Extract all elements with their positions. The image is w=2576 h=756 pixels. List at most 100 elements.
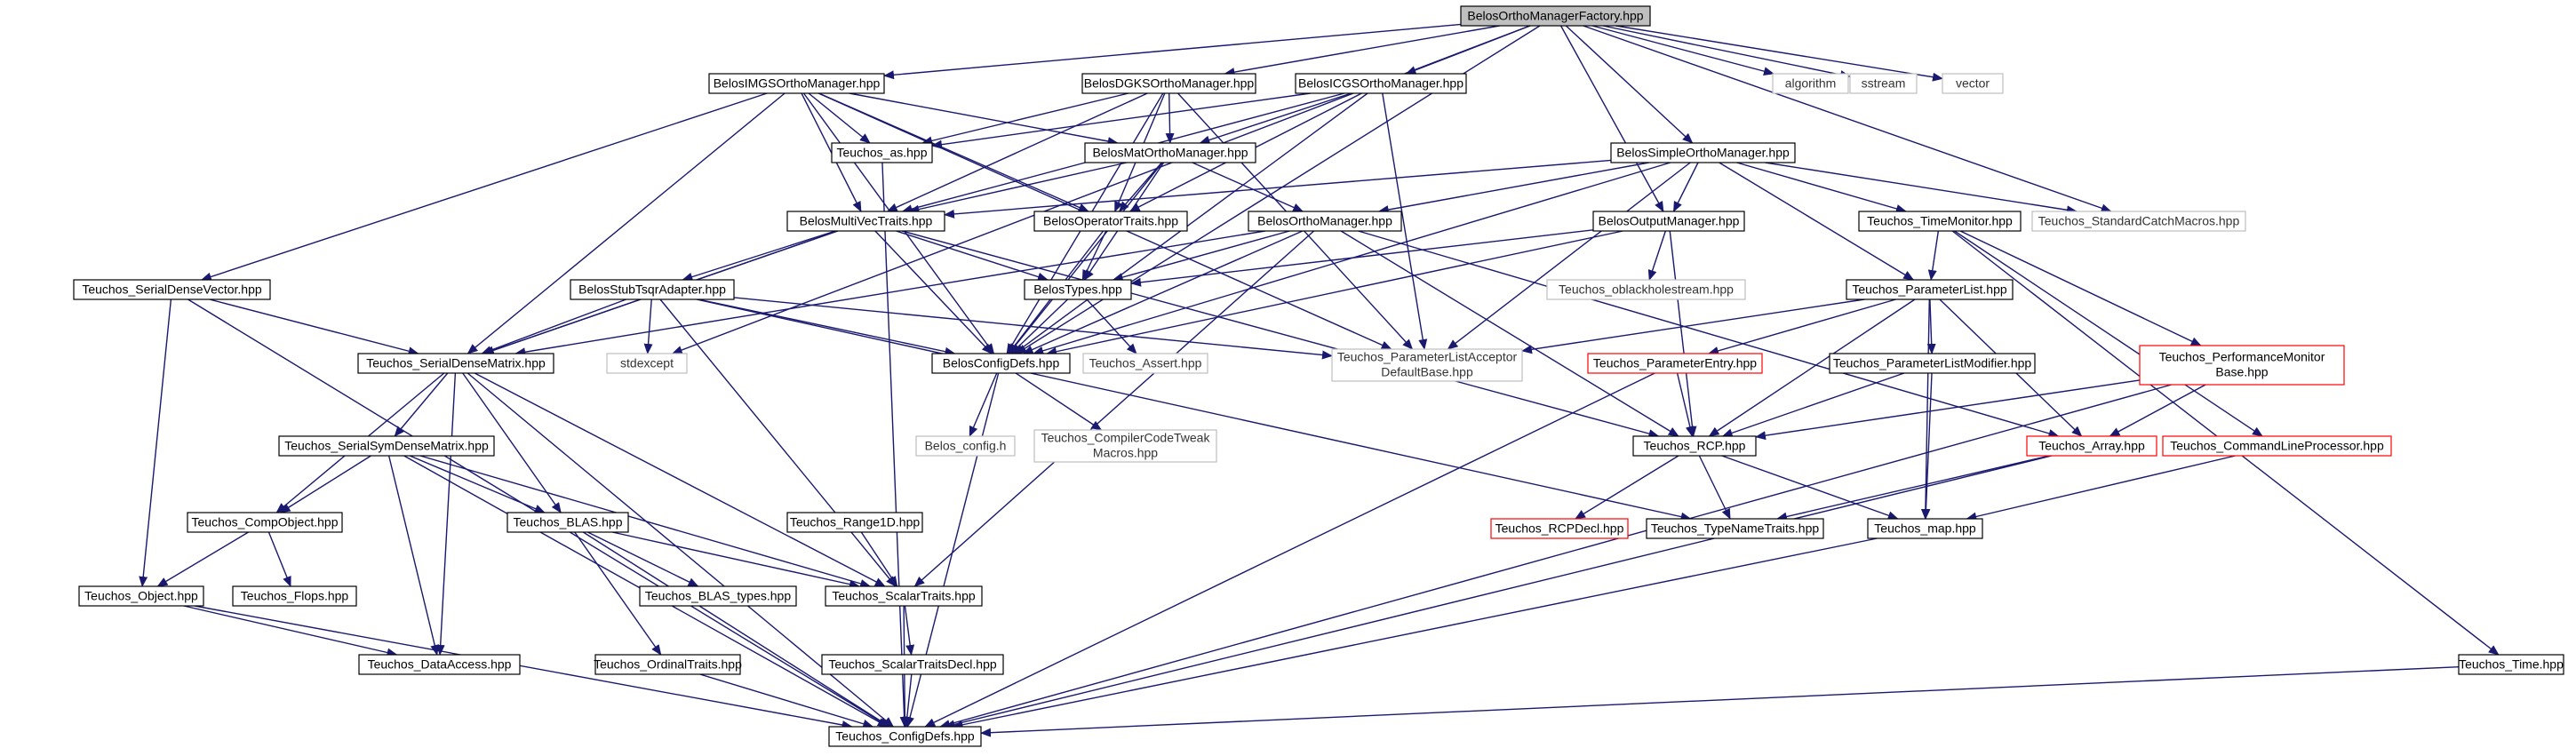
node-map[interactable]: Teuchos_map.hpp: [1867, 518, 1983, 539]
edge-array-to-teuchosconfig: [944, 455, 2053, 729]
node-outputmgr[interactable]: BelosOutputManager.hpp: [1592, 211, 1745, 232]
node-box: [278, 435, 495, 457]
node-configdefs[interactable]: BelosConfigDefs.hpp: [931, 353, 1071, 374]
edge-blas-to-teuchosconfig: [582, 531, 891, 728]
edge-dgks-to-matortho: [1165, 92, 1175, 144]
node-typename[interactable]: Teuchos_TypeNameTraits.hpp: [1646, 518, 1824, 539]
node-simple[interactable]: BelosSimpleOrthoManager.hpp: [1610, 142, 1796, 163]
node-orthomgr[interactable]: BelosOrthoManager.hpp: [1248, 211, 1402, 232]
node-label: Teuchos_RCPDecl.hpp: [1495, 521, 1624, 536]
node-flops[interactable]: Teuchos_Flops.hpp: [232, 585, 357, 607]
node-vector[interactable]: vector: [1942, 73, 2004, 94]
edge-blas-to-ordinal: [574, 531, 662, 656]
node-matortho[interactable]: BelosMatOrthoManager.hpp: [1084, 142, 1256, 163]
node-label: algorithm: [1785, 76, 1837, 91]
node-box: [2031, 211, 2246, 232]
node-label: Teuchos_BLAS_types.hpp: [645, 589, 791, 603]
node-plmodifier[interactable]: Teuchos_ParameterListModifier.hpp: [1829, 353, 2036, 374]
node-blastypes[interactable]: Teuchos_BLAS_types.hpp: [639, 585, 797, 607]
edge-outputmgr-to-belostypes: [1130, 229, 1594, 287]
edge-timemonitor-to-paramlist: [1927, 230, 1940, 281]
node-box: [594, 654, 741, 675]
file-nodes: BelosOrthoManagerFactory.hppBelosIMGSOrt…: [73, 5, 2564, 747]
node-rcpdecl[interactable]: Teuchos_RCPDecl.hpp: [1490, 518, 1629, 539]
node-box: [1295, 73, 1467, 94]
node-stdcatch[interactable]: Teuchos_StandardCatchMacros.hpp: [2031, 211, 2246, 232]
node-box: [73, 279, 271, 300]
edge-simple-to-multivec: [944, 159, 1612, 219]
edge-multivec-to-belostypes: [896, 230, 1049, 282]
node-box: [821, 654, 1004, 675]
node-compobject[interactable]: Teuchos_CompObject.hpp: [187, 512, 343, 533]
node-label: Teuchos_SerialSymDenseMatrix.hpp: [284, 439, 489, 453]
edge-multivec-to-configdefs: [874, 230, 993, 354]
node-timemonitor[interactable]: Teuchos_TimeMonitor.hpp: [1858, 211, 2022, 232]
node-box: [506, 512, 629, 533]
node-object[interactable]: Teuchos_Object.hpp: [78, 585, 204, 607]
node-box: [1592, 211, 1745, 232]
edge-simple-to-orthomgr: [1377, 162, 1649, 214]
node-dataaccess[interactable]: Teuchos_DataAccess.hpp: [358, 654, 521, 675]
node-box: [708, 73, 885, 94]
node-teuchos_as[interactable]: Teuchos_as.hpp: [831, 142, 933, 163]
node-icgs[interactable]: BelosICGSOrthoManager.hpp: [1295, 73, 1467, 94]
node-box: [1460, 5, 1651, 27]
edge-stubtsqr-to-plad: [733, 297, 1333, 360]
edge-scalardecl-to-teuchosconfig: [902, 673, 913, 728]
node-label: Teuchos_Time.hpp: [2459, 657, 2564, 672]
node-scalartraits[interactable]: Teuchos_ScalarTraits.hpp: [825, 585, 983, 607]
node-serialdensematrix[interactable]: Teuchos_SerialDenseMatrix.hpp: [357, 353, 554, 374]
node-multivec[interactable]: BelosMultiVecTraits.hpp: [786, 211, 945, 232]
edge-outputmgr-to-configdefs: [1046, 230, 1623, 356]
node-ordinal[interactable]: Teuchos_OrdinalTraits.hpp: [594, 654, 742, 675]
node-algorithm[interactable]: algorithm: [1772, 73, 1849, 94]
node-paramlist[interactable]: Teuchos_ParameterList.hpp: [1846, 279, 2014, 300]
edge-stubtsqr-to-serialdensematrix: [481, 298, 626, 354]
node-label: Teuchos_Range1D.hpp: [790, 515, 921, 529]
node-stubtsqr[interactable]: BelosStubTsqrAdapter.hpp: [570, 279, 735, 300]
node-box: [187, 512, 343, 533]
node-serialsym[interactable]: Teuchos_SerialSymDenseMatrix.hpp: [278, 435, 495, 457]
node-cmdline[interactable]: Teuchos_CommandLineProcessor.hpp: [2162, 435, 2392, 457]
node-belosconfig[interactable]: Belos_config.h: [915, 435, 1016, 457]
node-box: [1490, 518, 1629, 539]
edge-perfmon-to-array: [2109, 384, 2206, 437]
edge-stubtsqr-to-stdexcept: [643, 298, 653, 354]
node-time[interactable]: Teuchos_Time.hpp: [2458, 654, 2564, 675]
edge-root-to-algorithm: [1591, 25, 1774, 76]
node-dgks[interactable]: BelosDGKSOrthoManager.hpp: [1081, 73, 1256, 94]
node-box: [357, 353, 554, 374]
node-oblackhole[interactable]: Teuchos_oblackholestream.hpp: [1546, 279, 1746, 300]
node-label: sstream: [1862, 76, 1906, 91]
node-box: [1646, 518, 1824, 539]
node-plad[interactable]: Teuchos_ParameterListAcceptorDefaultBase…: [1331, 348, 1523, 382]
node-paramentry[interactable]: Teuchos_ParameterEntry.hpp: [1587, 353, 1763, 374]
edge-matortho-to-orthomgr: [1192, 162, 1304, 212]
node-blas[interactable]: Teuchos_BLAS.hpp: [506, 512, 629, 533]
node-teuchosconfig[interactable]: Teuchos_ConfigDefs.hpp: [828, 726, 982, 747]
node-assert[interactable]: Teuchos_Assert.hpp: [1082, 353, 1208, 374]
node-rcp[interactable]: Teuchos_RCP.hpp: [1632, 435, 1757, 457]
node-scalardecl[interactable]: Teuchos_ScalarTraitsDecl.hpp: [821, 654, 1004, 675]
node-sstream[interactable]: sstream: [1849, 73, 1918, 94]
node-range1d[interactable]: Teuchos_Range1D.hpp: [786, 512, 923, 533]
node-label: Teuchos_ConfigDefs.hpp: [835, 729, 975, 744]
edge-serialsym-to-blas: [409, 455, 546, 513]
edge-serialdensevector-to-serialdensematrix: [209, 298, 419, 356]
node-root[interactable]: BelosOrthoManagerFactory.hpp: [1460, 5, 1651, 27]
node-imgs[interactable]: BelosIMGSOrthoManager.hpp: [708, 73, 885, 94]
node-label: Teuchos_map.hpp: [1874, 521, 1976, 536]
node-box: [1082, 353, 1208, 374]
node-label: BelosDGKSOrthoManager.hpp: [1084, 76, 1255, 91]
node-array[interactable]: Teuchos_Array.hpp: [2026, 435, 2157, 457]
node-stdexcept[interactable]: stdexcept: [606, 353, 688, 374]
node-label: Teuchos_ParameterListModifier.hpp: [1833, 356, 2032, 370]
edge-timemonitor-to-perfmon: [1959, 230, 2202, 346]
node-belostypes[interactable]: BelosTypes.hpp: [1024, 279, 1132, 300]
node-label: Teuchos_ParameterEntry.hpp: [1593, 356, 1757, 370]
node-optraits[interactable]: BelosOperatorTraits.hpp: [1033, 211, 1188, 232]
node-box: [1858, 211, 2022, 232]
node-serialdensevector[interactable]: Teuchos_SerialDenseVector.hpp: [73, 279, 271, 300]
